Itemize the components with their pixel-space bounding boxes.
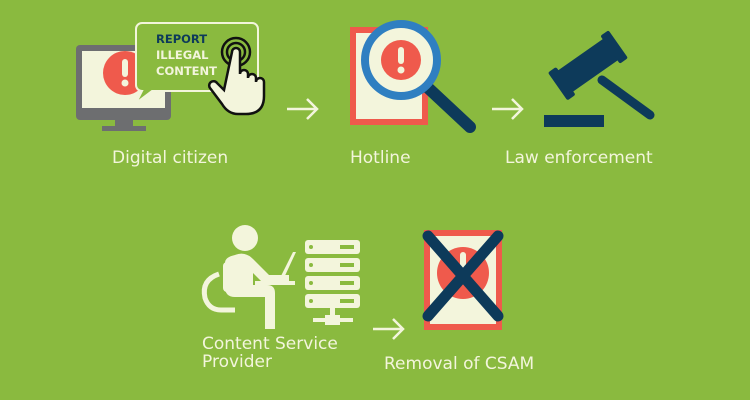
crossed-document-icon (422, 230, 504, 330)
arrow-icon (287, 98, 319, 120)
person-server-icon (201, 225, 360, 329)
computer-report-icon (76, 22, 266, 131)
step-label-hotline: Hotline (350, 148, 411, 168)
step-label-law-enforcement: Law enforcement (505, 148, 653, 168)
step-label-digital-citizen: Digital citizen (112, 148, 229, 168)
step-label-removal: Removal of CSAM (384, 354, 535, 374)
bubble-illegal: ILLEGAL (156, 48, 209, 62)
step-label-csp-line2: Provider (202, 352, 272, 372)
bubble-report: REPORT (156, 32, 208, 46)
arrow-icon (492, 98, 524, 120)
arrow-icon (373, 318, 405, 340)
magnifier-document-icon (350, 20, 476, 133)
gavel-icon (544, 30, 655, 127)
step-label-csp-line1: Content Service (202, 334, 338, 354)
bubble-content: CONTENT (156, 64, 218, 78)
